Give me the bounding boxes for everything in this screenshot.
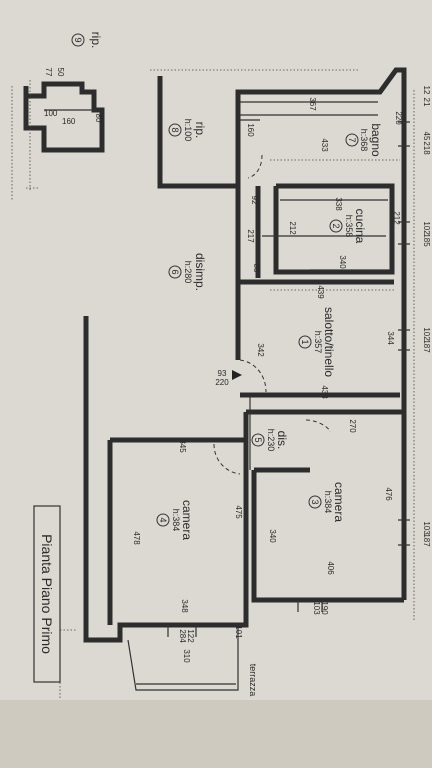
- room-number: 3: [310, 499, 320, 504]
- dimension-label: 270: [348, 419, 357, 433]
- dimension-label: 103: [312, 601, 321, 615]
- room-dis: dis. h:230 5: [251, 429, 289, 452]
- dimension-label: 212: [392, 211, 401, 225]
- room-name: camera: [332, 482, 346, 522]
- rip-9-room: [23, 80, 105, 190]
- room-disimp: disimp. h:280 6: [168, 253, 207, 291]
- room-number: 1: [300, 339, 310, 344]
- terrace-label: terrazza: [248, 664, 258, 697]
- dimension-label: 338: [334, 197, 343, 211]
- room-cucina: cucina h:358 2: [329, 209, 367, 244]
- dimension-label: 45: [422, 132, 431, 141]
- room-camera-3: camera h:384 3: [308, 482, 346, 522]
- room-name: salotto/tinello: [322, 307, 336, 377]
- room-name: cucina: [353, 209, 367, 244]
- dimension-label: 102: [422, 327, 431, 341]
- room-name: rip.: [89, 32, 103, 49]
- dimension-label: 217: [246, 229, 255, 243]
- room-number: 8: [170, 127, 180, 132]
- room-number: 4: [158, 517, 168, 522]
- dimension-label: 310: [182, 649, 191, 663]
- dimension-label: 160: [62, 117, 76, 126]
- plan-title-box: Pianta Piano Primo: [33, 505, 61, 683]
- svg-text:terrazza: terrazza: [248, 664, 258, 697]
- dimension-label: 12: [422, 86, 431, 95]
- room-name: dis.: [275, 431, 289, 450]
- room-height: h:357: [313, 331, 323, 354]
- room-name: rip.: [193, 122, 207, 139]
- dimension-label: 284: [178, 629, 187, 643]
- paper-shadow: [0, 700, 432, 768]
- dimension-label: 220: [394, 111, 403, 125]
- dimension-label: 475: [234, 505, 243, 519]
- plan-title: Pianta Piano Primo: [39, 534, 55, 654]
- room-height: h:280: [183, 261, 193, 284]
- dimension-label: 190: [320, 601, 329, 615]
- dimension-label: 344: [386, 331, 395, 345]
- dimension-label: 340: [268, 529, 277, 543]
- dimension-label: 340: [338, 255, 347, 269]
- room-camera-4: camera h:384 4: [156, 500, 194, 540]
- room-number: 7: [347, 137, 357, 142]
- room-height: h:368: [359, 129, 369, 152]
- dimension-label: 160: [246, 123, 255, 137]
- dimension-label: 100: [44, 109, 58, 118]
- dimension-label: 101: [234, 625, 243, 639]
- dimension-label: 21: [422, 98, 431, 107]
- dimension-label: 77: [44, 68, 53, 77]
- dimension-label: 102: [422, 221, 431, 235]
- room-number: 5: [253, 437, 263, 442]
- dimension-label: 433: [320, 138, 329, 152]
- dimension-label: 187: [422, 533, 431, 547]
- dimension-label: 220: [215, 378, 229, 387]
- dimension-label: 92: [250, 196, 259, 205]
- room-rip-8: rip. h:100 8: [168, 119, 207, 142]
- room-name: camera: [180, 500, 194, 540]
- dimension-label: 438: [320, 385, 329, 399]
- room-height: h:100: [183, 119, 193, 142]
- room-height: h:230: [266, 429, 276, 452]
- dimension-label: 406: [326, 561, 335, 575]
- room-rip-9: rip. 9: [71, 32, 103, 49]
- dimension-label: 439: [316, 285, 325, 299]
- dimension-label: 345: [178, 439, 187, 453]
- dimension-label: 342: [256, 343, 265, 357]
- dimension-label: 476: [384, 487, 393, 501]
- dimension-label: 185: [422, 233, 431, 247]
- room-height: h:358: [344, 215, 354, 238]
- entrance-arrow-icon: [232, 370, 242, 380]
- dimension-label: 348: [180, 599, 189, 613]
- dimension-label: 212: [288, 221, 297, 235]
- dimension-label: 367: [308, 97, 317, 111]
- room-name: disimp.: [193, 253, 207, 291]
- room-number: 2: [331, 223, 341, 228]
- room-height: h:384: [171, 509, 181, 532]
- room-height: h:384: [323, 491, 333, 514]
- terrace: [127, 625, 239, 691]
- room-number: 6: [170, 269, 180, 274]
- dimension-label: 88: [252, 264, 261, 273]
- windows: [167, 121, 410, 637]
- room-salotto: salotto/tinello h:357 1: [298, 307, 336, 377]
- room-number: 9: [73, 37, 83, 42]
- dimension-label: 103: [422, 521, 431, 535]
- dimension-label: 93: [218, 369, 227, 378]
- dimension-label: 187: [422, 339, 431, 353]
- dimension-label: 218: [422, 141, 431, 155]
- room-bagno: bagno h:368 7: [345, 123, 383, 157]
- main-walls: [83, 67, 407, 643]
- dimension-label: 80: [94, 114, 103, 123]
- room-name: bagno: [369, 123, 383, 157]
- dimension-labels: 367 433 160 220 12 21 45 218 338 212 212…: [44, 68, 431, 664]
- dimension-label: 478: [132, 531, 141, 545]
- dimension-label: 122: [186, 629, 195, 643]
- dimension-label: 50: [56, 68, 65, 77]
